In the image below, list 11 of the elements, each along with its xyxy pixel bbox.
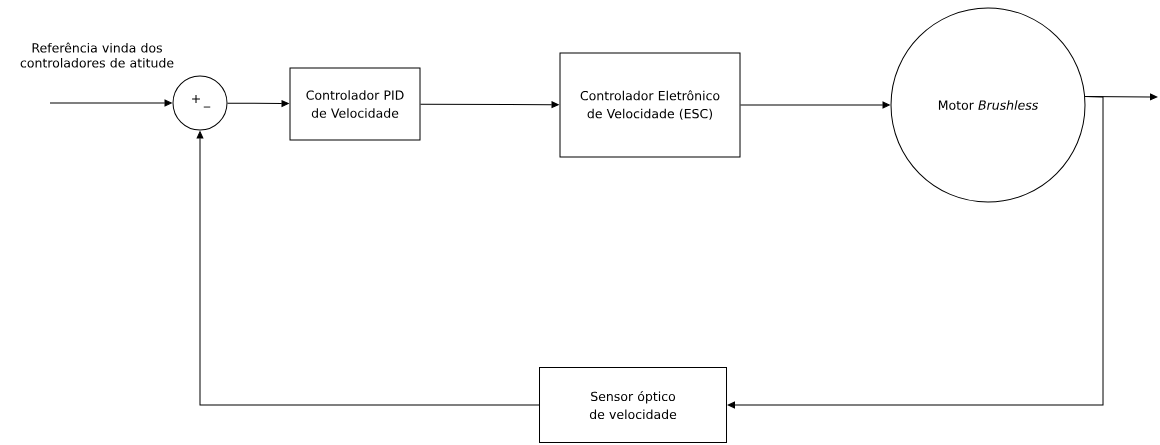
- arrow: [196, 131, 540, 406]
- process-box: Controlador PID de Velocidade: [289, 67, 421, 141]
- process-box: Sensor óptico de velocidade: [539, 367, 727, 443]
- arrow: [49, 99, 172, 107]
- arrow: [727, 96, 1104, 409]
- arrow: [227, 100, 289, 107]
- arrow: [740, 101, 890, 109]
- arrow: [420, 101, 559, 109]
- process-box: Controlador Eletrônico de Velocidade (ESC): [559, 52, 741, 158]
- summing-junction: + _: [172, 75, 228, 131]
- input-label: Referência vinda dos controladores de atitude: [20, 42, 174, 68]
